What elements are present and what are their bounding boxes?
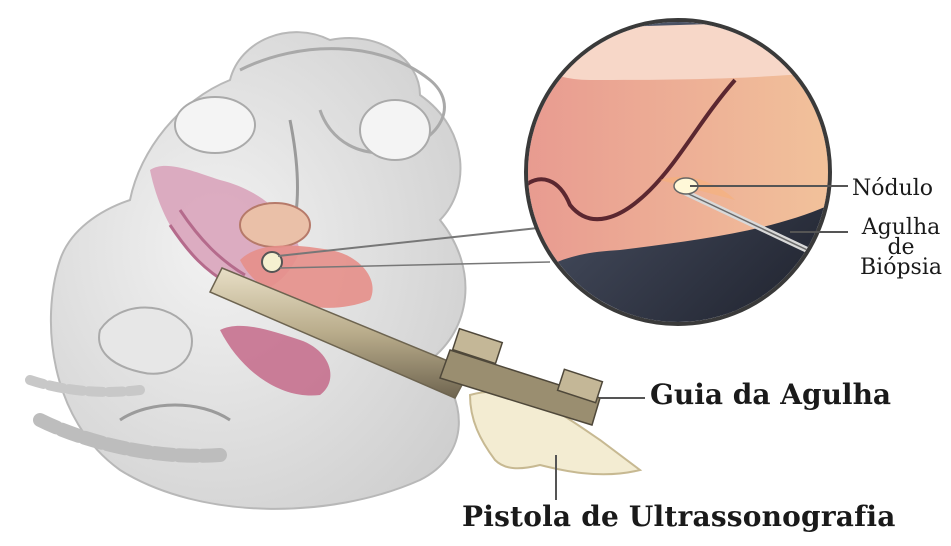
ultrasound-gun-label: Pistola de Ultrassonografia: [462, 500, 896, 533]
magnified-view: [520, 20, 840, 330]
needle-guide-label: Guia da Agulha: [650, 378, 891, 411]
biopsy-needle-label: Agulha de Biópsia: [852, 218, 950, 278]
nodule-label: Nódulo: [852, 176, 933, 201]
biopsy-needle-label-line3: Biópsia: [852, 258, 950, 278]
